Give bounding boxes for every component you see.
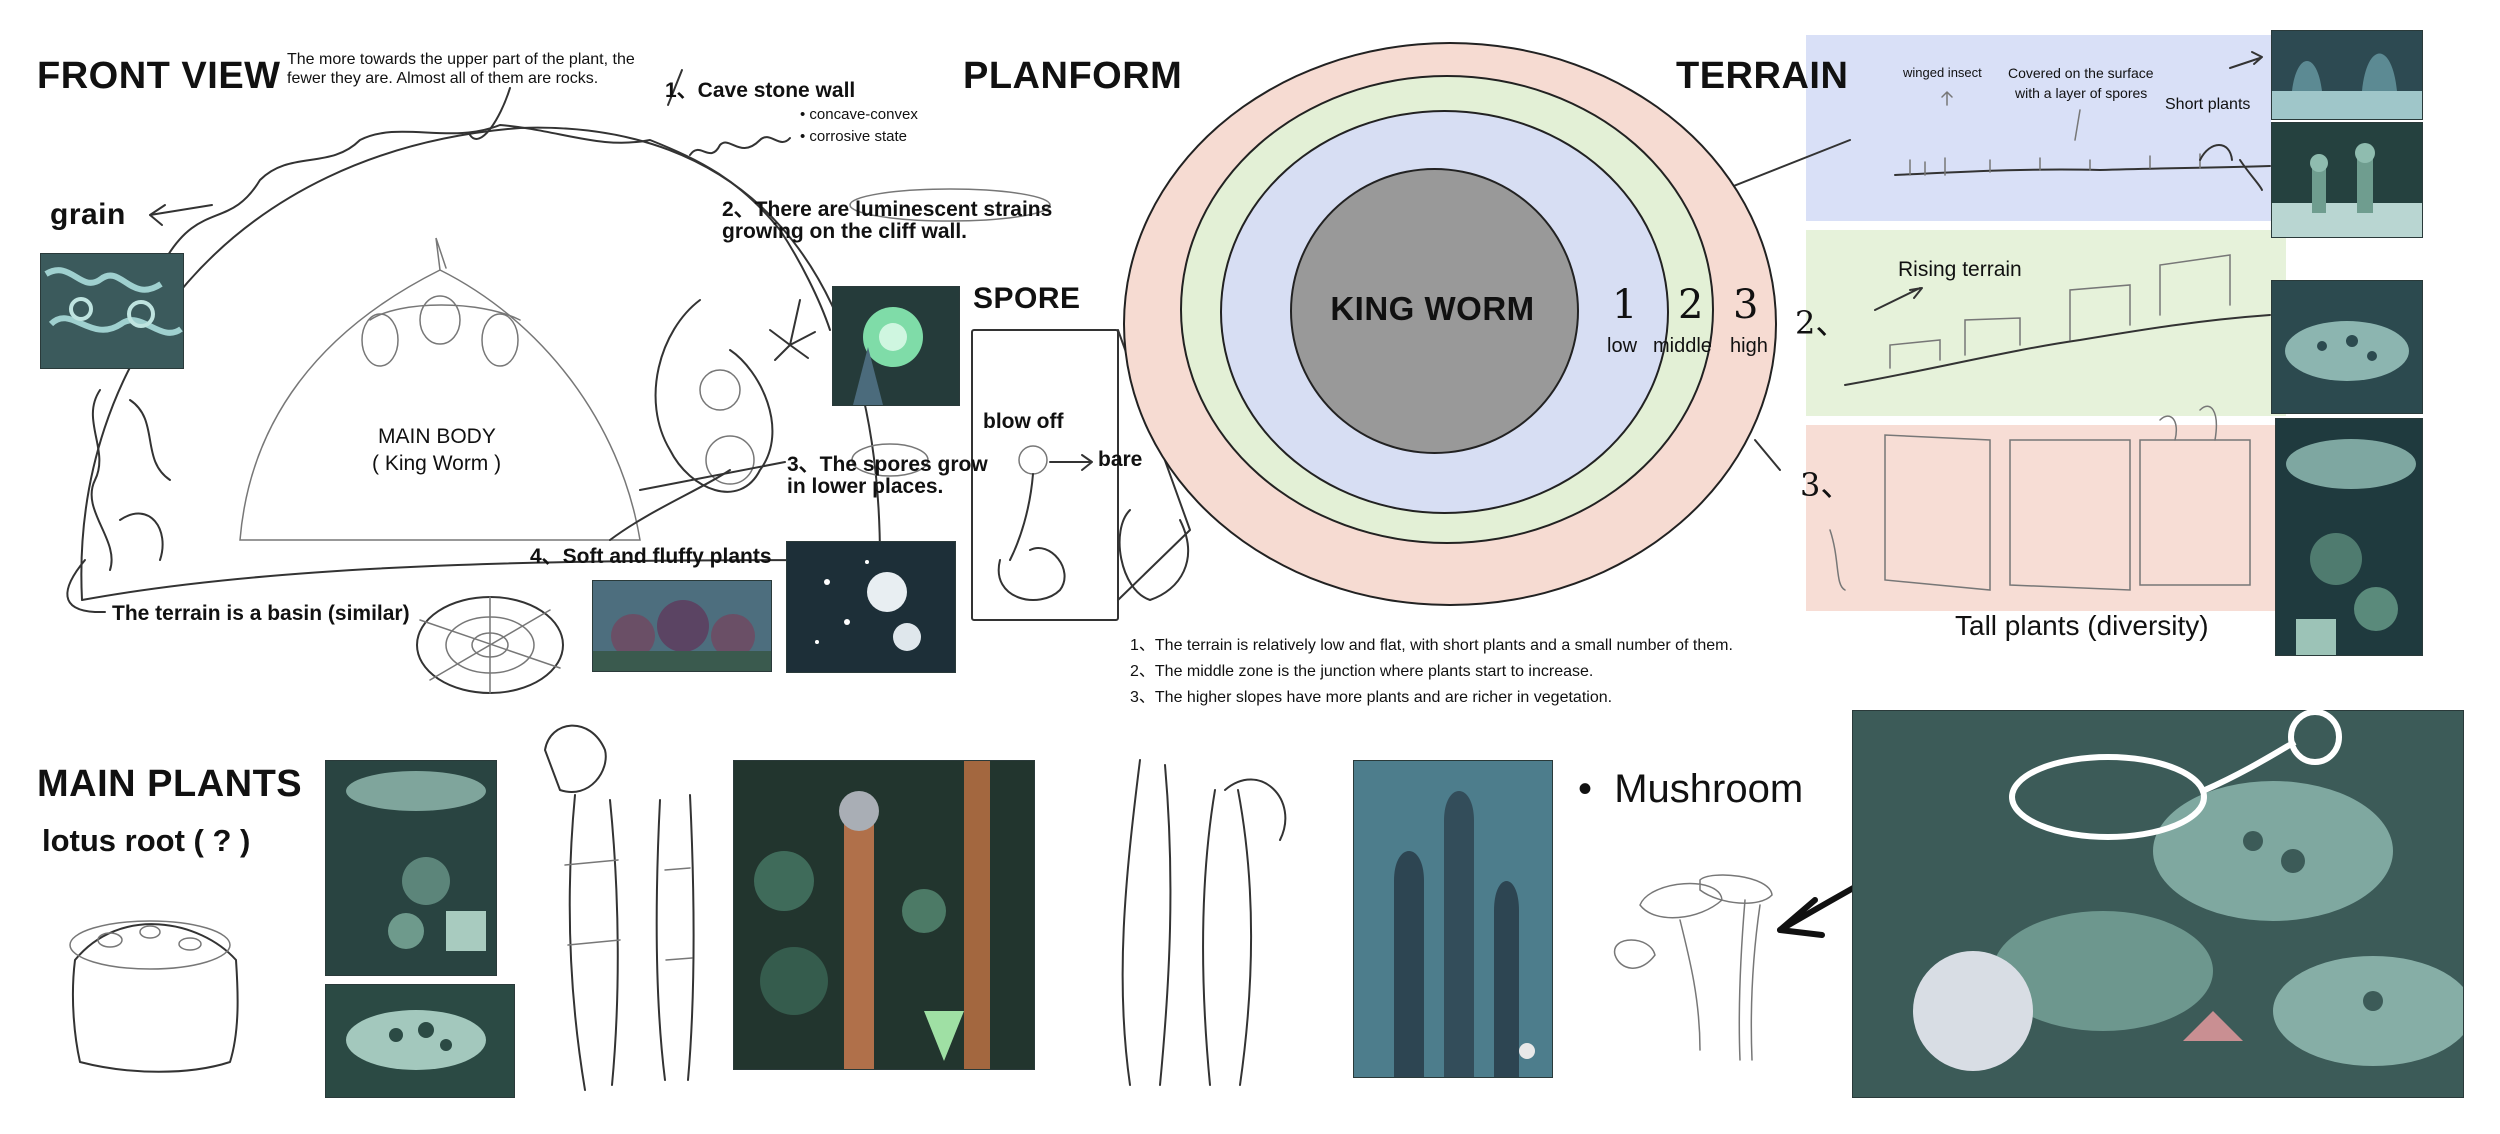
spores-photo xyxy=(786,541,956,673)
tall-plants-label: Tall plants (diversity) xyxy=(1955,610,2209,641)
planform-notes: 1、The terrain is relatively low and flat… xyxy=(1130,633,1733,711)
terrain-photo-1 xyxy=(2271,30,2423,120)
forest-stalks-photo xyxy=(733,760,1035,1070)
terrain-photo-2 xyxy=(2271,122,2423,238)
right-spores xyxy=(654,299,774,493)
left-bushes xyxy=(90,389,171,571)
grain-label: grain xyxy=(50,198,126,231)
spores-note-line1: Covered on the surface xyxy=(2008,65,2154,81)
terrain-label-3: 3、 xyxy=(1800,466,1853,504)
note1-bullet1-text: concave-convex xyxy=(809,106,918,123)
short-plants-label: Short plants xyxy=(2165,96,2251,113)
planform-note-2: 2、The middle zone is the junction where … xyxy=(1130,663,1594,680)
note3-line2: in lower places. xyxy=(787,475,944,498)
king-worm-core xyxy=(1290,168,1579,454)
lotus-root-sketch xyxy=(71,923,239,1073)
basin-note: The terrain is a basin (similar) xyxy=(112,602,410,625)
king-worm-label: KING WORM xyxy=(1330,290,1535,327)
fluffy-plants-photo xyxy=(592,580,772,672)
winged-insect-label: winged insect xyxy=(1903,65,1982,80)
curly-plants-photo xyxy=(1353,760,1553,1078)
zone3-number: 3 xyxy=(1733,282,1759,328)
note4: 4、Soft and fluffy plants xyxy=(530,545,772,568)
terrain-title: TERRAIN xyxy=(1676,55,1849,97)
mushroom-label: • Mushroom xyxy=(1578,767,1804,811)
zone3-label: high xyxy=(1730,335,1768,357)
luminescent-strain-photo xyxy=(832,286,960,406)
main-plants-title: MAIN PLANTS xyxy=(37,763,303,805)
terrain-label-2: 2、 xyxy=(1795,304,1848,342)
rising-terrain-label: Rising terrain xyxy=(1898,258,2022,281)
main-body-line1: MAIN BODY xyxy=(378,425,496,448)
note1: 1、Cave stone wall xyxy=(665,79,856,102)
dome-base xyxy=(81,559,881,601)
zone2-number: 2 xyxy=(1678,282,1704,328)
note1-bullet2-text: corrosive state xyxy=(809,128,907,145)
zone1-number: 1 xyxy=(1612,282,1638,328)
mushroom-sketch xyxy=(1614,874,1773,969)
top-note: The more towards the upper part of the p… xyxy=(287,51,635,87)
planform-note-1: 1、The terrain is relatively low and flat… xyxy=(1130,637,1733,654)
lotus-label: lotus root ( ? ) xyxy=(42,823,251,858)
planform-note-3: 3、The higher slopes have more plants and… xyxy=(1130,689,1613,706)
main-body-line2: ( King Worm ) xyxy=(372,452,502,475)
terrain-photo-4 xyxy=(2275,418,2423,656)
lotus-photo-1 xyxy=(325,760,497,976)
note2-line1: 2、There are luminescent strains xyxy=(722,198,1053,221)
terrain-photo-3 xyxy=(2271,280,2423,414)
king-worm-ring xyxy=(369,304,521,321)
king-worm-body xyxy=(239,269,641,541)
note1-bullet2: • corrosive state xyxy=(800,128,907,145)
zone2-label: middle xyxy=(1653,335,1712,357)
spore-title: SPORE xyxy=(973,282,1081,315)
note2-line2: growing on the cliff wall. xyxy=(722,220,967,243)
note3-line1: 3、The spores grow xyxy=(787,453,988,476)
front-view-title: FRONT VIEW xyxy=(37,55,281,97)
lotus-photo-2 xyxy=(325,984,515,1098)
mushroom-label-text: Mushroom xyxy=(1614,767,1804,811)
planform-title: PLANFORM xyxy=(963,55,1183,97)
dome-inner-rocks xyxy=(164,124,831,331)
bare-label: bare xyxy=(1098,448,1143,471)
grain-photo xyxy=(40,253,184,369)
mushroom-photo xyxy=(1852,710,2464,1098)
spores-note-line2: with a layer of spores xyxy=(2015,85,2148,101)
blow-off-label: blow off xyxy=(983,410,1064,433)
zone1-label: low xyxy=(1607,335,1638,357)
note1-bullet1: • concave-convex xyxy=(800,106,918,123)
